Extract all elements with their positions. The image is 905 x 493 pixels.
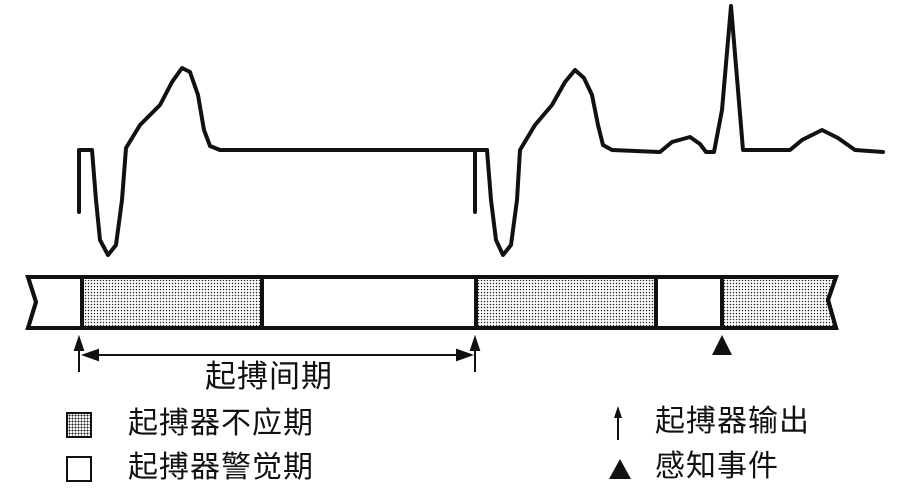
sensed-event-marker — [712, 335, 732, 355]
legend-label-pacer-output: 起搏器输出 — [655, 404, 810, 439]
pacing-interval-dimension — [81, 348, 474, 362]
refractory-period-3 — [720, 275, 839, 330]
legend-label-alert: 起搏器警觉期 — [128, 450, 314, 485]
pacing-interval-label: 起搏间期 — [205, 359, 333, 395]
pacer-output-markers — [73, 334, 481, 372]
legend-swatch-alert — [66, 456, 92, 482]
paced-beat-1 — [77, 66, 477, 257]
pacer-spike-2 — [473, 148, 489, 214]
ecg-trace — [77, 4, 885, 257]
legend-pacer-output-arrow-icon — [614, 406, 622, 440]
refractory-period-1 — [80, 275, 264, 330]
legend-label-refractory: 起搏器不应期 — [128, 406, 314, 441]
legend-swatch-refractory — [66, 412, 92, 438]
pacer-output-arrow-2 — [469, 334, 481, 372]
refractory-period-2 — [474, 275, 658, 330]
timing-bar — [25, 275, 839, 330]
alert-period-2 — [654, 275, 724, 330]
legend-label-sensed-event: 感知事件 — [655, 449, 779, 484]
pacer-output-arrow-1 — [73, 334, 85, 372]
legend-sensed-event-triangle-icon — [609, 459, 631, 479]
paced-beat-2 — [485, 4, 885, 257]
alert-period-1 — [260, 275, 478, 330]
